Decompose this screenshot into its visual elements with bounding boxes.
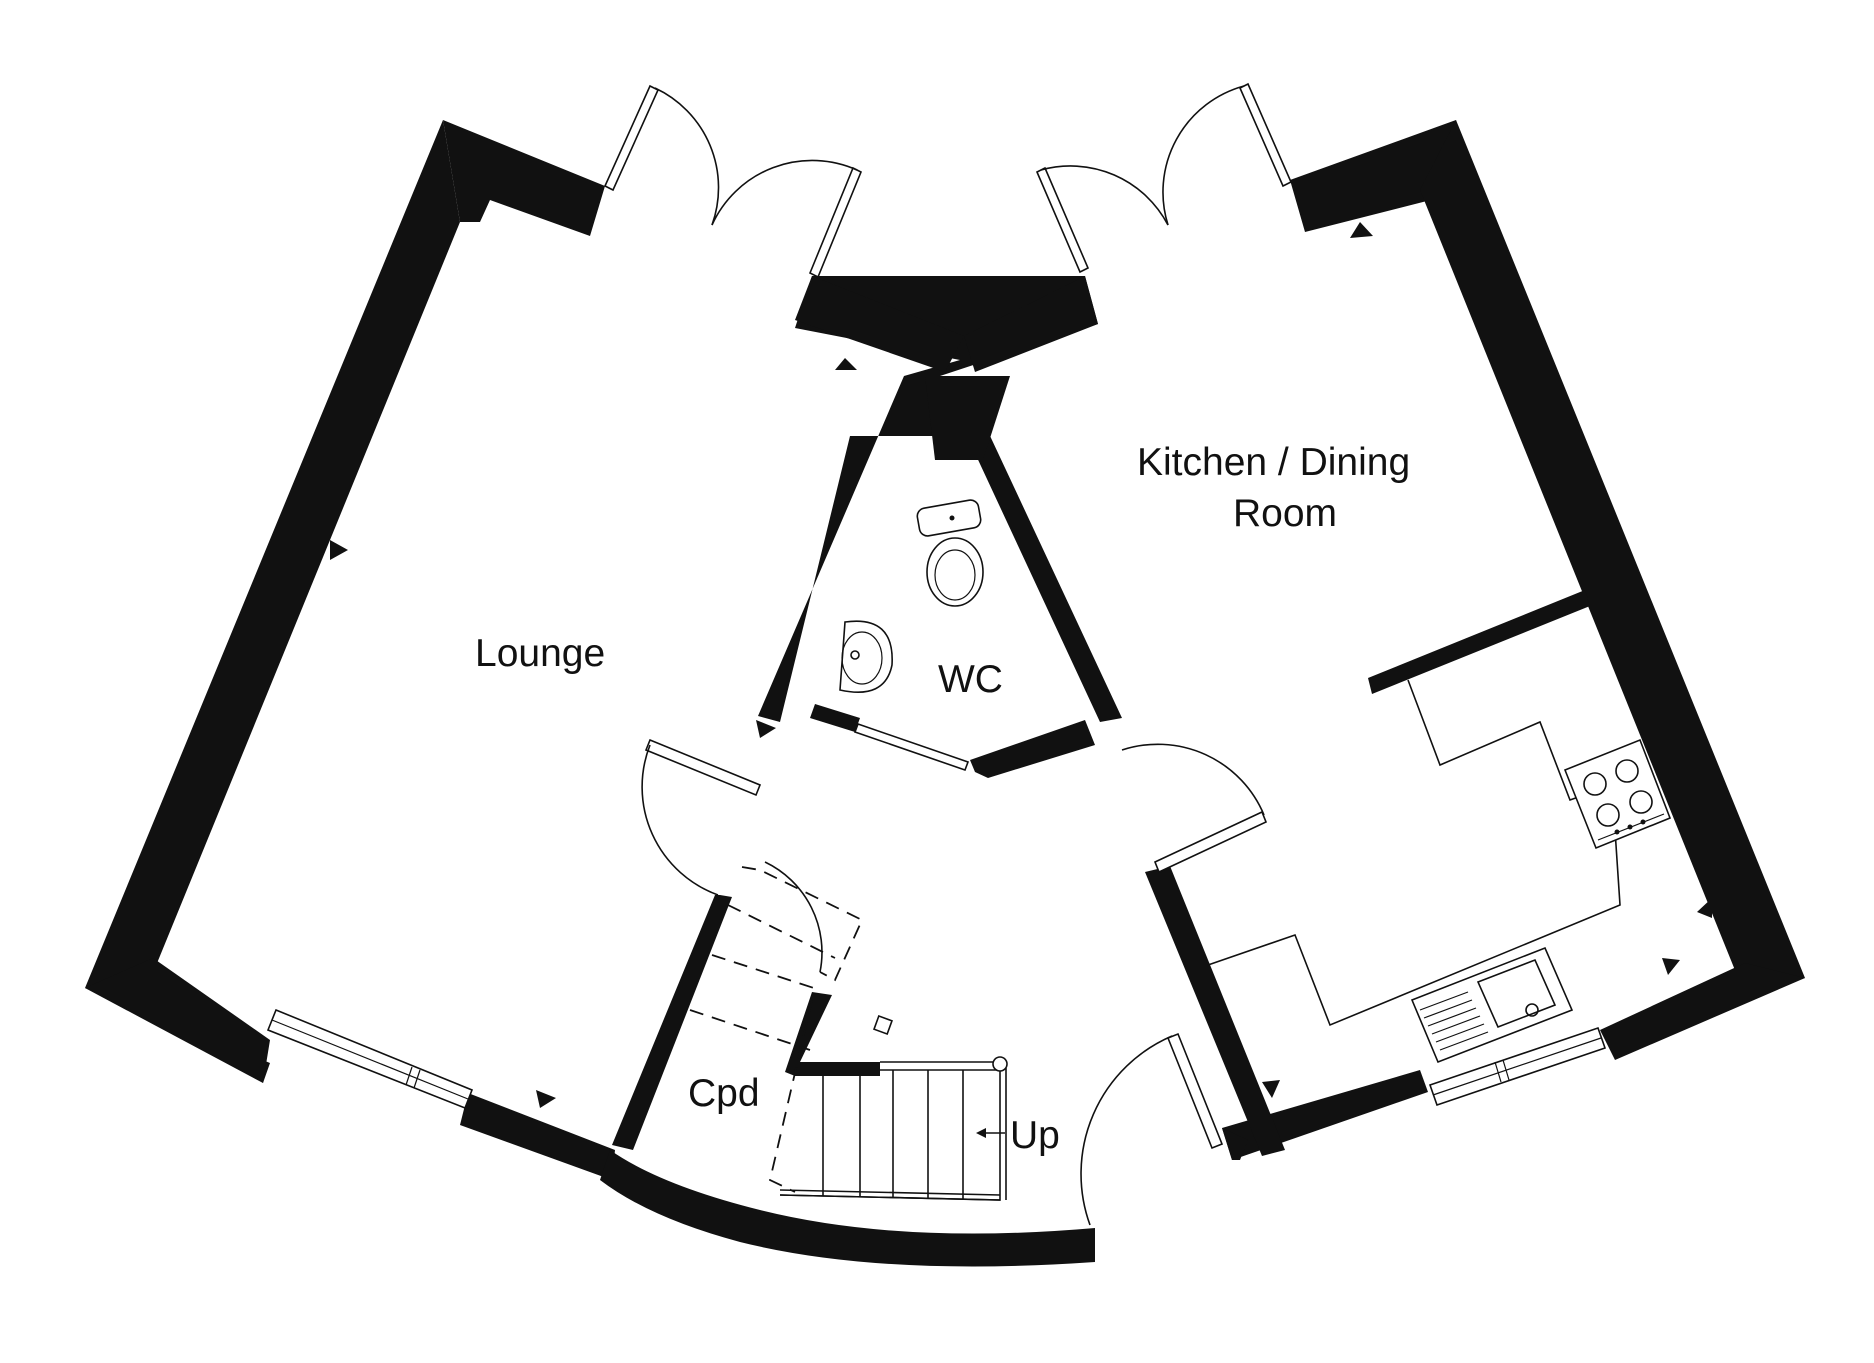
wc-south-wall — [970, 720, 1095, 778]
kitchen-east-wall — [1420, 120, 1805, 995]
stair-west-wall — [612, 895, 732, 1150]
kitchen-worktop — [1207, 679, 1621, 1027]
kitchen-west-wall-lower — [1222, 1128, 1248, 1160]
marker-icon — [1350, 222, 1373, 238]
stair-post — [873, 1015, 893, 1035]
sink-drain — [1525, 1003, 1539, 1017]
marker-icon — [1262, 1080, 1280, 1098]
marker-icon — [756, 720, 776, 738]
wc-west-stub — [810, 704, 860, 732]
lounge-south-wall-fill — [85, 958, 270, 1083]
kitchen-partition — [1368, 590, 1590, 694]
cupboard-door — [764, 861, 823, 973]
marker-icon — [330, 540, 348, 560]
wc-label: WC — [938, 658, 1003, 701]
wc-door — [853, 722, 970, 772]
drainer-ribs — [1419, 991, 1489, 1051]
lounge-walls — [85, 120, 615, 1180]
marker-icon — [1662, 958, 1680, 975]
curved-south-wall — [600, 1150, 1095, 1267]
central-v-wall-right — [964, 276, 1098, 372]
kitchen-south-east-wall — [1600, 963, 1805, 1060]
newel-post — [992, 1056, 1008, 1072]
cupboard-label: Cpd — [688, 1072, 760, 1115]
stair-north-wall — [785, 992, 880, 1076]
markers — [330, 222, 1712, 1108]
lounge-west-wall — [85, 120, 460, 988]
lounge-window — [266, 1008, 474, 1110]
kitchen-label-line1: Kitchen / Dining — [1137, 441, 1410, 484]
kitchen-sink — [1410, 946, 1574, 1064]
kitchen-door — [1121, 743, 1268, 874]
kitchen-walls — [1145, 120, 1805, 1160]
kitchen-window — [1428, 1026, 1607, 1107]
kitchen-french-doors — [1035, 82, 1293, 274]
staircase — [689, 866, 1008, 1201]
wc-basin — [839, 620, 893, 694]
kitchen-hob — [1563, 738, 1672, 850]
wc-toilet — [916, 499, 984, 607]
stairs-up-label: Up — [1010, 1114, 1060, 1157]
lounge-label: Lounge — [475, 632, 605, 675]
marker-icon — [835, 358, 857, 370]
lounge-south-wall-east — [460, 1093, 615, 1180]
kitchen-west-wall — [1145, 866, 1285, 1156]
marker-icon — [536, 1090, 556, 1108]
kitchen-label-line2: Room — [1233, 492, 1337, 535]
marker-icon — [1697, 898, 1712, 918]
lounge-door — [641, 738, 762, 896]
central-v-wall-left — [795, 276, 964, 372]
lounge-french-doors — [603, 84, 863, 279]
front-door — [1080, 1032, 1224, 1226]
central-wedge — [925, 376, 1010, 460]
kitchen-north-wall — [1290, 120, 1470, 232]
lounge-north-wall — [443, 120, 605, 236]
